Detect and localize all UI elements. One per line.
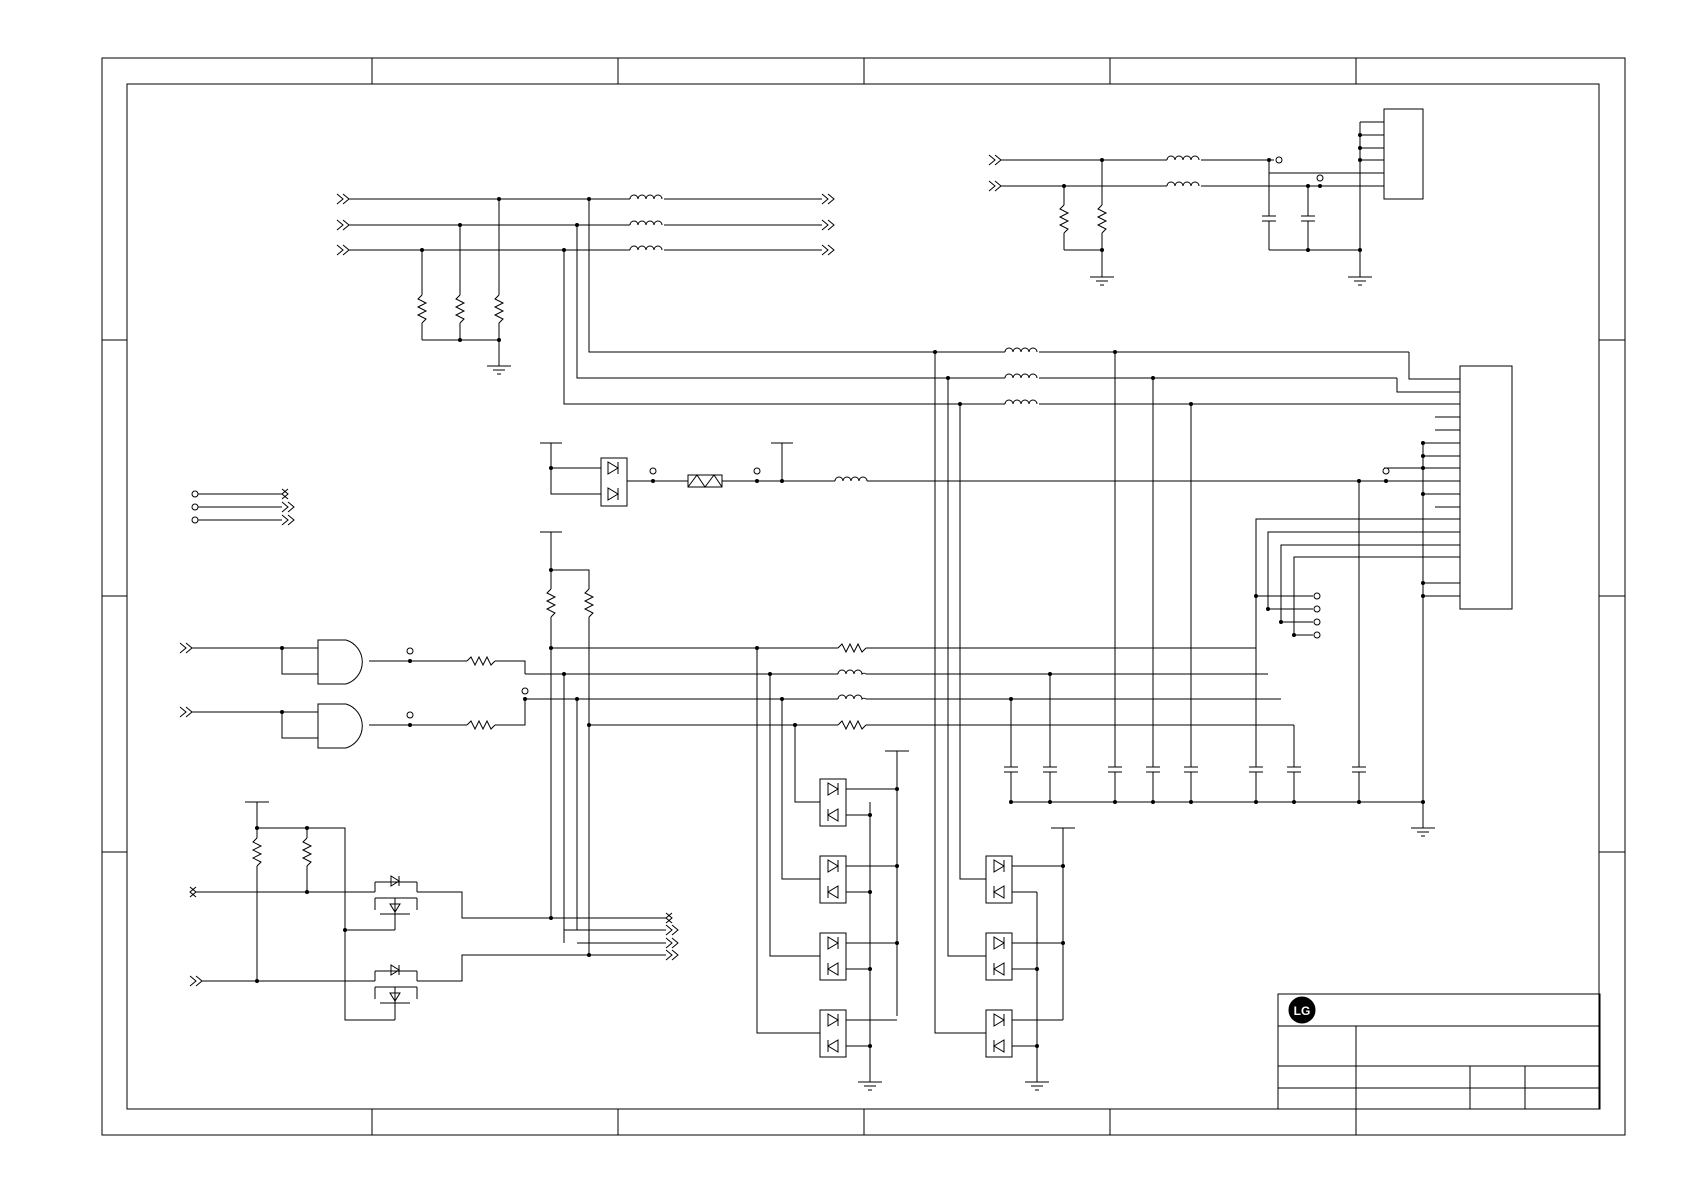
esd-column-1 bbox=[757, 648, 909, 1090]
zone-ticks-top bbox=[372, 58, 1356, 84]
power-input-stage bbox=[540, 443, 1435, 506]
esd-array-1a bbox=[795, 725, 897, 826]
title-block: LG bbox=[1278, 994, 1600, 1109]
top-right-connector bbox=[989, 109, 1423, 285]
esd-array-1b bbox=[782, 699, 897, 903]
connector-j2 bbox=[1460, 366, 1512, 609]
inductor-bus-1 bbox=[1005, 348, 1037, 352]
inductor-top-3 bbox=[630, 246, 662, 250]
zone-ticks-left bbox=[102, 340, 127, 852]
top-bus-lines bbox=[337, 194, 834, 374]
lg-logo: LG bbox=[1289, 997, 1315, 1023]
inductor-bus-2 bbox=[1005, 374, 1037, 378]
main-connector bbox=[1254, 366, 1512, 802]
esd-array-1d bbox=[757, 648, 897, 1057]
connector-j1 bbox=[1384, 109, 1423, 199]
esd-array-2c bbox=[935, 352, 1063, 1057]
zone-ticks-bottom bbox=[372, 1109, 1356, 1135]
capacitor-bank bbox=[1004, 352, 1435, 836]
esd-array-2b bbox=[948, 378, 1063, 980]
svg-text:LG: LG bbox=[1294, 1004, 1311, 1018]
signal-lines bbox=[523, 644, 1294, 943]
mosfet-q1 bbox=[375, 876, 417, 920]
and-gate-2 bbox=[318, 704, 362, 748]
bus-routing bbox=[564, 199, 1460, 406]
inductor-bus-3 bbox=[1005, 400, 1037, 404]
mosfet-q2 bbox=[375, 965, 417, 1009]
esd-array-2a bbox=[960, 404, 1063, 903]
mosfet-section bbox=[190, 802, 678, 1020]
zone-ticks-right bbox=[1599, 340, 1625, 852]
esd-column-2 bbox=[935, 352, 1075, 1090]
and-gate-1 bbox=[318, 640, 362, 684]
inductor-top-1 bbox=[630, 195, 662, 199]
inductor-top-2 bbox=[630, 221, 662, 225]
drawing-frame bbox=[102, 58, 1625, 1135]
esd-array-1c bbox=[770, 674, 897, 980]
port-arrows-left bbox=[192, 489, 294, 525]
